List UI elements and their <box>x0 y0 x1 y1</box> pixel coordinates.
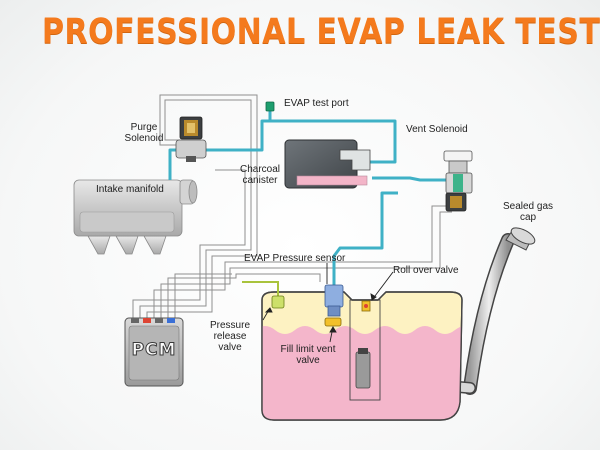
label-evap-pressure-sensor: EVAP Pressure sensor <box>244 253 346 264</box>
label-fill-limit-vent-valve: Fill limit vent valve <box>270 344 346 366</box>
evap-pressure-sensor <box>324 284 344 317</box>
label-roll-over-valve: Roll over valve <box>393 265 459 276</box>
label-vent-solenoid: Vent Solenoid <box>406 124 468 135</box>
charcoal-canister <box>284 139 371 189</box>
vapor-hoses <box>168 111 450 290</box>
label-sealed-gas-cap: Sealed gas cap <box>498 201 558 223</box>
fill-limit-vent-valve <box>324 317 342 327</box>
label-evap-test-port: EVAP test port <box>284 98 349 109</box>
evap-test-port <box>265 101 275 112</box>
label-canister-line-1: Charcoal <box>239 164 281 175</box>
label-release-line-2: release <box>213 331 247 342</box>
label-fill-limit-line-1: Fill limit vent <box>280 344 336 355</box>
label-purge-solenoid: Purge Solenoid <box>114 122 174 144</box>
label-gas-cap-line-2: cap <box>519 212 537 223</box>
label-purge-line-2: Solenoid <box>124 133 164 144</box>
intake-manifold <box>73 179 198 255</box>
page-title: PROFESSIONAL EVAP LEAK TEST <box>42 12 600 52</box>
label-purge-line-1: Purge <box>130 122 158 133</box>
label-fill-limit-line-2: valve <box>296 355 320 366</box>
fuel-pump-module <box>349 299 381 401</box>
purge-solenoid <box>175 116 207 162</box>
vent-solenoid <box>443 150 473 212</box>
label-release-line-1: Pressure <box>209 320 250 331</box>
leader-lines <box>262 263 394 343</box>
label-gas-cap-line-1: Sealed gas <box>502 201 554 212</box>
sealed-gas-cap <box>505 227 536 251</box>
roll-over-valve <box>361 300 371 312</box>
pcm-label: PCM <box>131 340 177 361</box>
label-pressure-release-valve: Pressure release valve <box>204 320 256 353</box>
label-release-line-3: valve <box>218 342 242 353</box>
pressure-release-valve <box>242 281 285 309</box>
wiring-harness <box>132 94 452 320</box>
label-canister-line-2: canister <box>242 175 278 186</box>
pcm-module <box>124 317 184 387</box>
label-intake-manifold: Intake manifold <box>96 184 164 195</box>
label-charcoal-canister: Charcoal canister <box>232 164 288 186</box>
